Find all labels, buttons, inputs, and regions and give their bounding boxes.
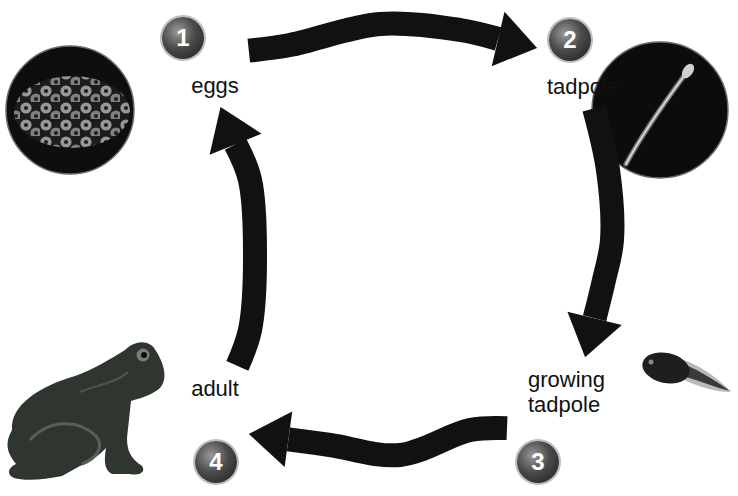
arrow-head [567,312,621,358]
stage-label: growing tadpole [528,367,620,417]
stage-number: 1 [162,17,204,59]
arrow-head [210,107,262,155]
arrow-head [249,412,292,467]
growing-tadpole-picture [639,348,731,392]
stage-node: adult 4 [187,372,243,488]
stage-label: adult [191,376,239,401]
arrow-shaft [236,144,255,366]
stage-number: 3 [517,441,559,483]
cycle-arrow [210,107,262,366]
eggs-picture [6,46,134,174]
cycle-arrow [249,412,507,467]
stage-node: growing tadpole 3 [513,363,624,487]
arrow-shaft [249,23,498,50]
stage-node: 1 eggs [158,13,243,102]
cycle-arrow [567,108,621,357]
stage-number: 4 [195,441,237,483]
stage-label: tadpole [547,74,619,99]
stage-label: eggs [191,73,239,98]
stage-number: 2 [549,19,591,61]
arrow-shaft [288,428,507,455]
arrow-head [492,12,537,67]
frog-picture [7,342,164,479]
cycle-arrow [249,12,537,67]
arrow-shaft [594,108,612,318]
stage-node: 2 tadpole [543,15,623,103]
